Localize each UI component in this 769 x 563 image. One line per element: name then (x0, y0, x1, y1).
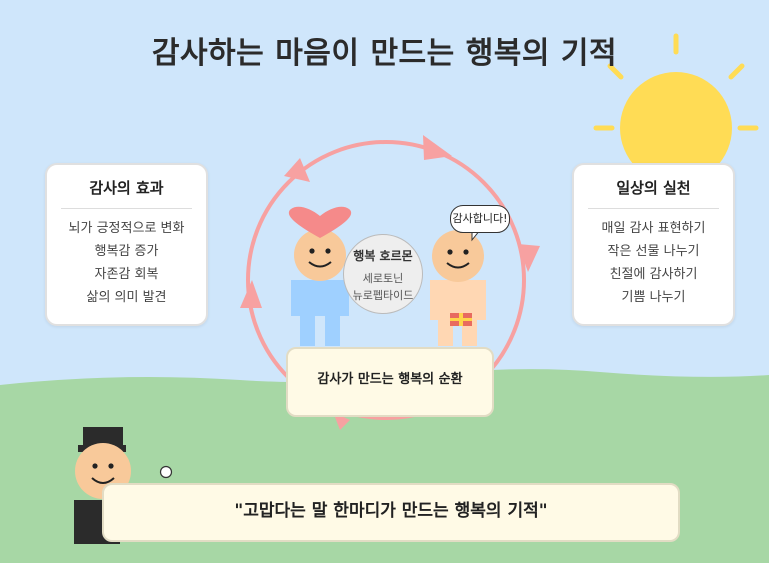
person-left (291, 229, 349, 346)
effects-item: 자존감 회복 (94, 267, 159, 282)
practice-card: 일상의 실천 매일 감사 표현하기 작은 선물 나누기 친절에 감사하기 기쁨 … (572, 163, 735, 326)
effects-item: 삶의 의미 발견 (86, 290, 167, 305)
practice-item: 친절에 감사하기 (609, 267, 698, 282)
page-title: 감사하는 마음이 만드는 행복의 기적 (151, 36, 618, 71)
effects-item: 뇌가 긍정적으로 변화 (68, 221, 185, 236)
hormone-circle: 행복 호르몬 세로토닌 뉴로펩타이드 (343, 234, 423, 314)
heart-icon (288, 206, 352, 238)
cycle-label: 감사가 만드는 행복의 순환 (286, 347, 494, 417)
gift-icon (450, 313, 472, 326)
practice-item: 매일 감사 표현하기 (601, 221, 706, 236)
effects-item: 행복감 증가 (94, 244, 159, 259)
person-right (430, 230, 486, 346)
hormone-item: 세로토닌 (362, 272, 404, 285)
practice-item: 기쁨 나누기 (621, 290, 686, 305)
quote-box: "고맙다는 말 한마디가 만드는 행복의 기적" (102, 483, 680, 542)
practice-item: 작은 선물 나누기 (607, 244, 700, 259)
effects-card-title: 감사의 효과 (89, 179, 164, 197)
thought-bubble-icon (159, 465, 173, 479)
card-divider (588, 208, 719, 209)
practice-card-title: 일상의 실천 (616, 179, 691, 197)
hormone-item: 뉴로펩타이드 (352, 289, 414, 302)
card-divider (61, 208, 192, 209)
hormone-title: 행복 호르몬 (353, 249, 413, 263)
speech-bubble: 감사합니다! (450, 205, 510, 233)
sun-icon (593, 33, 759, 184)
effects-card: 감사의 효과 뇌가 긍정적으로 변화 행복감 증가 자존감 회복 삶의 의미 발… (45, 163, 208, 326)
